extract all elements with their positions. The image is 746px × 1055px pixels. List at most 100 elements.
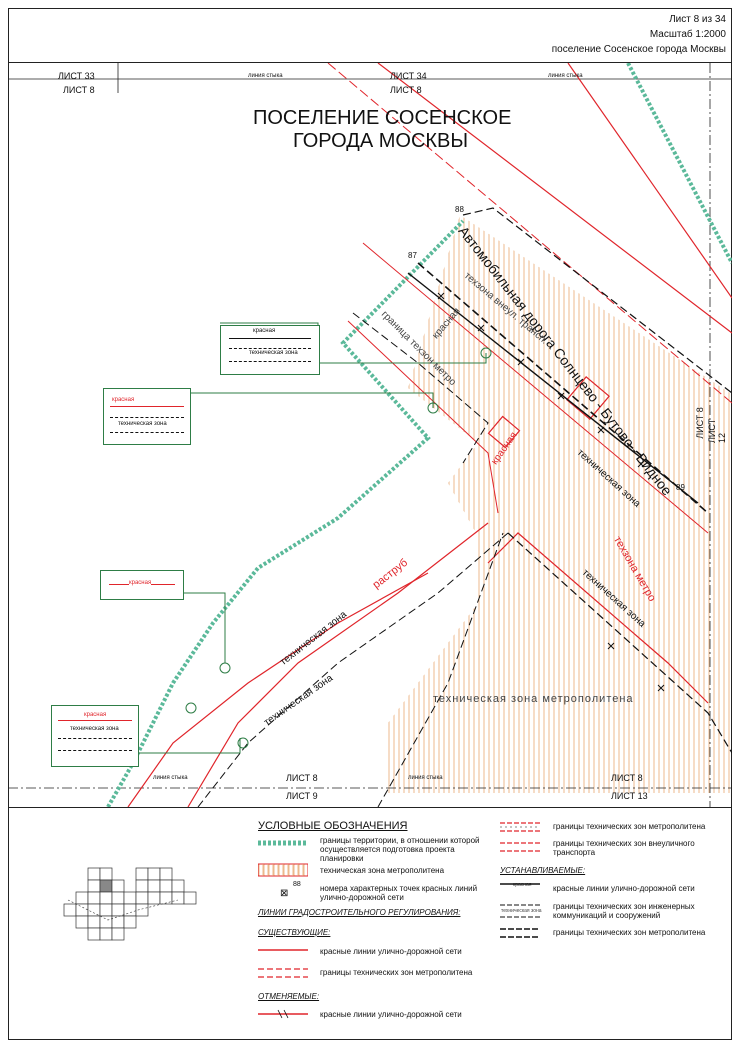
callout-frame-4 (138, 738, 241, 754)
callout-1-zone: техническая зона (249, 350, 298, 356)
map-title-line2: ГОРОДА МОСКВЫ (293, 130, 469, 152)
legend-sym-cancelled (258, 1009, 308, 1019)
legend-item-points: номера характерных точек красных линий у… (320, 884, 478, 902)
joint-label-bottom-2: линия стыка (408, 775, 443, 781)
sheet-label-8d: ЛИСТ 8 (286, 773, 318, 783)
label-metro-zone: техническая зона метрополитена (433, 693, 634, 705)
legend-sym-est-eng-label: техническая зона (501, 908, 542, 914)
callout-2-zone: техническая зона (118, 421, 167, 427)
red-line-corridor-b (347, 320, 499, 514)
map-title-line1: ПОСЕЛЕНИЕ СОСЕНСКОЕ (253, 107, 512, 129)
point-88: 88 (455, 205, 464, 214)
legend-sym-existing-metro (258, 968, 308, 978)
sheet-header: Лист 8 из 34 Масштаб 1:2000 поселение Со… (552, 12, 726, 57)
red-line-corridor-a (362, 242, 709, 534)
callout-frame-3 (183, 592, 226, 663)
sheet-label-8b: ЛИСТ 8 (390, 85, 422, 95)
legend-sym-est-red (500, 883, 540, 885)
callout-2-line-b (110, 417, 184, 418)
callout-4-line-b (58, 738, 132, 739)
project-boundary-top (626, 63, 732, 264)
legend-section-cancelled: ОТМЕНЯЕМЫЕ: (258, 992, 320, 1001)
callout-4-line-a (58, 720, 132, 721)
map-drawing (8, 63, 732, 807)
joint-label-top: линия стыка (248, 73, 283, 79)
legend-sym-est-eng (500, 904, 540, 918)
sheet-label-12: ЛИСТ 12 (707, 418, 727, 443)
sheet-frame (8, 8, 732, 1040)
legend-sym-outstreet (500, 842, 540, 852)
metro-zone-boundary-4 (197, 532, 509, 807)
legend-sym-est-metro (500, 928, 540, 938)
marker-circle-1 (480, 347, 492, 359)
sheet-label-8e: ЛИСТ 8 (611, 773, 643, 783)
legend-section-existing: СУЩЕСТВУЮЩИЕ: (258, 928, 331, 937)
red-line-bell (187, 522, 489, 807)
red-box-b (487, 415, 521, 449)
metro-zone-boundary-2 (417, 262, 709, 514)
red-line-corridor-c (487, 532, 709, 704)
marker-circle-3 (219, 662, 231, 674)
project-boundary (106, 219, 465, 807)
callout-4-line-c (58, 750, 132, 751)
sheet-label-34: ЛИСТ 34 (390, 71, 427, 81)
legend-sym-existing-red (258, 949, 308, 951)
callout-box-3: красная (100, 570, 184, 600)
legend-est-red: красные линии улично-дорожной сети (553, 884, 695, 893)
legend-right-metro-bound: границы технических зон метрополитена (553, 822, 706, 831)
metro-zone-solid (407, 272, 699, 504)
red-box-a (566, 376, 610, 420)
marker-circle-2 (427, 402, 439, 414)
sheet-label-8a: ЛИСТ 8 (63, 85, 95, 95)
legend-section-regulation: ЛИНИИ ГРАДОСТРОИТЕЛЬНОГО РЕГУЛИРОВАНИЯ: (258, 908, 461, 917)
metro-zone-boundary-3 (507, 532, 732, 754)
legend-section-established: УСТАНАВЛИВАЕМЫЕ: (500, 866, 586, 875)
legend-cancelled-red: красные линии улично-дорожной сети (320, 1010, 462, 1019)
legend-est-metro: границы технических зон метрополитена (553, 928, 706, 937)
callout-2-krasnaya: красная (112, 397, 135, 403)
callout-1-line-b (229, 348, 311, 349)
red-line-bell-2 (127, 572, 429, 807)
metro-zone-boundary-1 (462, 207, 732, 394)
marker-circle-5 (237, 737, 249, 749)
map-area: ПОСЕЛЕНИЕ СОСЕНСКОЕ ГОРОДА МОСКВЫ Автомо… (8, 62, 732, 808)
joint-label-top-2: линия стыка (548, 73, 583, 79)
sheet-label-33: ЛИСТ 33 (58, 71, 95, 81)
legend-right-outstreet: границы технических зон внеуличного тран… (553, 839, 695, 857)
scale-label: Масштаб 1:2000 (649, 29, 726, 40)
legend-existing-red: красные линии улично-дорожной сети (320, 947, 462, 956)
red-line-road-3 (327, 63, 732, 404)
metro-tech-zone-hatch (388, 215, 730, 793)
callout-4-krasnaya: красная (84, 712, 107, 718)
point-89: 89 (676, 483, 685, 492)
callout-1-line-a (229, 338, 311, 339)
metro-zone-boundary-6 (352, 312, 489, 464)
legend-est-eng: границы технических зон инженерных комму… (553, 902, 695, 920)
red-line-road-1 (377, 63, 732, 334)
legend-sym-metro-zone (258, 863, 308, 877)
legend-item-metro-zone: техническая зона метрополитена (320, 866, 445, 875)
callout-box-2: красная техническая зона (103, 388, 191, 445)
joint-label-bottom: линия стыка (153, 775, 188, 781)
callout-1-krasnaya: красная (253, 328, 276, 334)
legend-title: УСЛОВНЫЕ ОБОЗНАЧЕНИЯ (258, 820, 408, 832)
callout-2-line-c (110, 432, 184, 433)
sheet-label-8c: ЛИСТ 8 (694, 407, 705, 439)
red-line-road-2 (567, 63, 732, 299)
sheet-number: Лист 8 из 34 (669, 14, 726, 25)
sheet-label-13: ЛИСТ 13 (611, 791, 648, 801)
callout-4-zone: техническая зона (70, 726, 119, 732)
legend-sym-boundary (258, 840, 308, 846)
key-map (63, 867, 197, 941)
legend-point-example: 88 (293, 881, 301, 888)
legend-existing-metro: границы технических зон метрополитена (320, 968, 473, 977)
sheet-label-9: ЛИСТ 9 (286, 791, 318, 801)
legend-sym-metro-bound (500, 822, 540, 832)
tick-marks (437, 292, 665, 692)
marker-circle-4 (185, 702, 197, 714)
settlement-label: поселение Сосенское города Москвы (551, 44, 726, 55)
callout-1-line-c (229, 361, 311, 362)
legend-sym-point: ⊠ (280, 888, 289, 899)
legend: УСЛОВНЫЕ ОБОЗНАЧЕНИЯ границы территории,… (8, 808, 732, 1040)
legend-sym-est-red-label: красная (513, 882, 532, 888)
